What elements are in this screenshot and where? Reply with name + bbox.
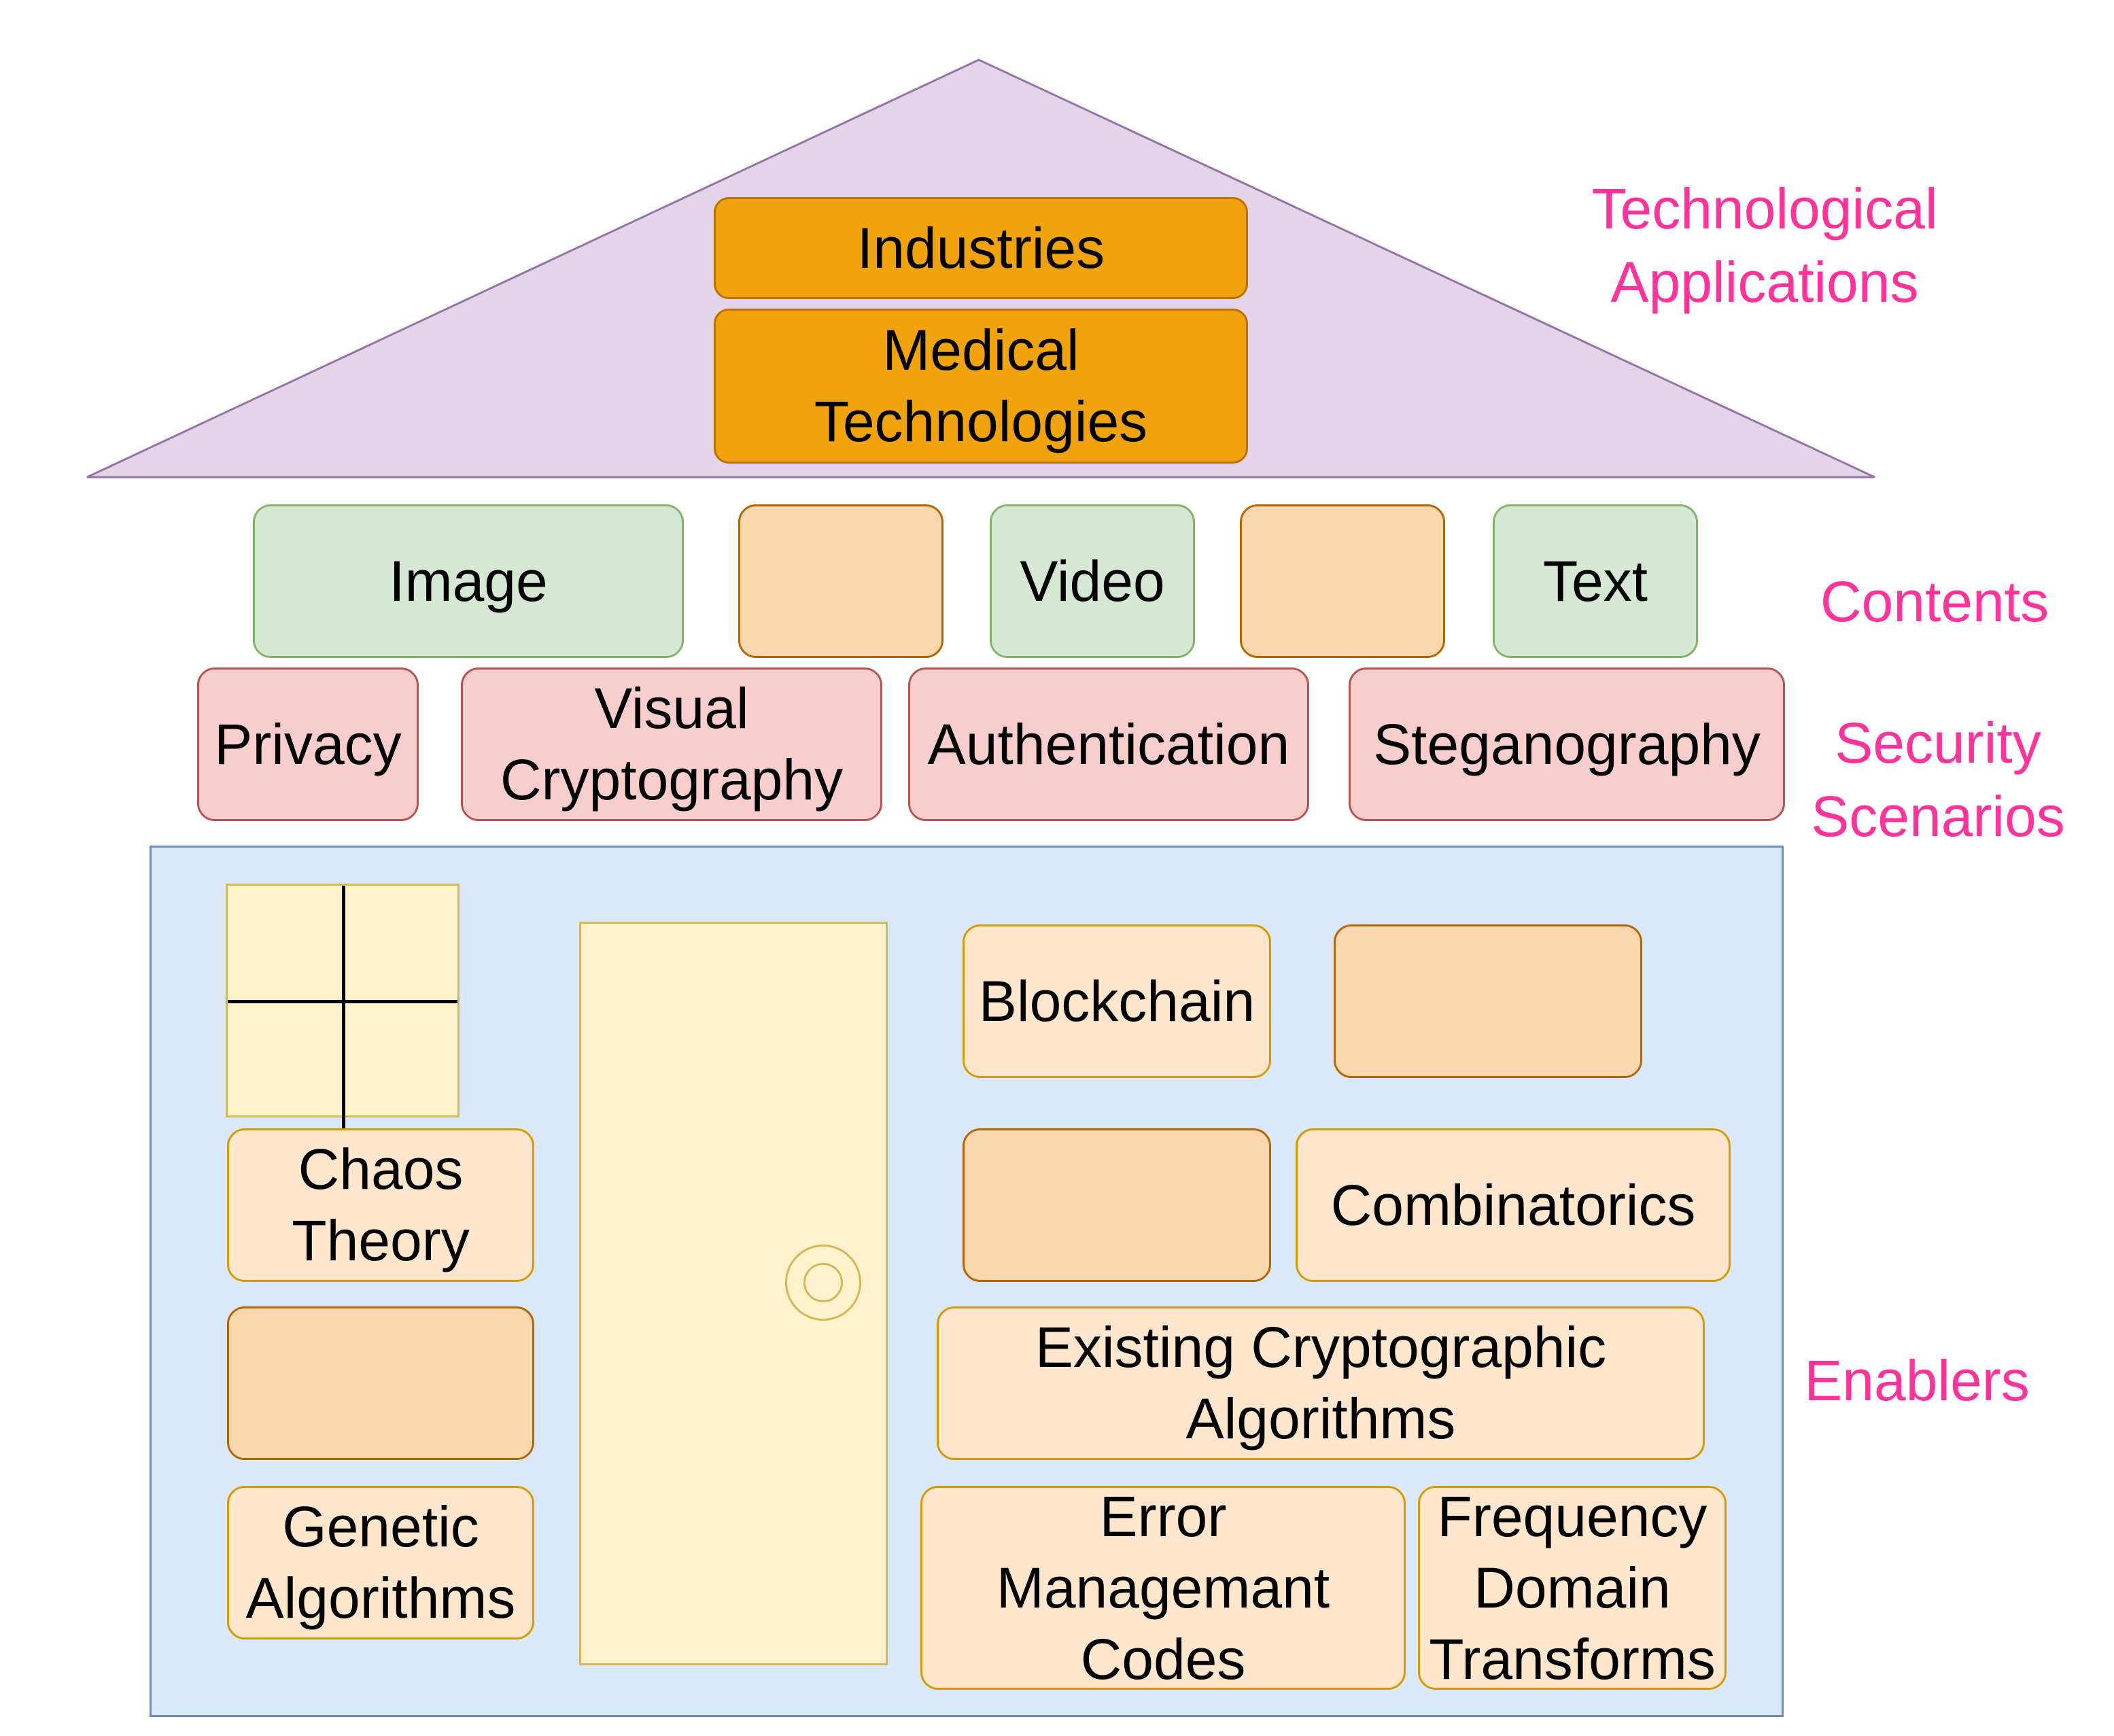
security-authentication-box: Authentication <box>908 667 1309 821</box>
content-video-box: Video <box>990 504 1195 658</box>
label-security-scenarios: Security Scenarios <box>1811 711 2065 848</box>
label-contents: Contents <box>1820 570 2049 633</box>
house-door <box>579 922 888 1665</box>
enabler-genetic-algorithms-box: Genetic Algorithms <box>227 1486 534 1639</box>
window-vertical-bar <box>342 886 345 1129</box>
medical-technologies-box: Medical Technologies <box>714 309 1248 464</box>
industries-box: Industries <box>714 197 1248 299</box>
enabler-chaos-theory-box: Chaos Theory <box>227 1128 534 1282</box>
door-knob-inner <box>803 1263 843 1302</box>
label-enablers: Enablers <box>1804 1349 2030 1412</box>
enabler-frequency-domain-transforms-box: Frequency Domain Transforms <box>1418 1485 1727 1691</box>
content-blank-box-1 <box>738 504 943 658</box>
enabler-blank-box-top-right <box>1334 924 1642 1078</box>
house-window <box>226 884 460 1129</box>
enabler-error-management-codes-box: Error Managemant Codes <box>920 1485 1406 1691</box>
content-image-box: Image <box>253 504 684 658</box>
window-horizontal-bar <box>228 1000 457 1003</box>
enabler-blockchain-box: Blockchain <box>963 924 1271 1078</box>
label-technological-applications: Technological Applications <box>1591 177 1938 314</box>
security-visual-cryptography-box: Visual Cryptography <box>461 667 882 821</box>
security-privacy-box: Privacy <box>197 667 419 821</box>
enabler-blank-box-middle <box>963 1128 1271 1282</box>
enabler-blank-box-left <box>227 1306 534 1460</box>
content-text-box: Text <box>1493 504 1698 658</box>
enabler-existing-cryptographic-algorithms-box: Existing Cryptographic Algorithms <box>937 1306 1705 1460</box>
enabler-combinatorics-box: Combinatorics <box>1296 1128 1731 1282</box>
security-steganography-box: Steganography <box>1349 667 1785 821</box>
door-knob <box>785 1245 861 1321</box>
content-blank-box-2 <box>1240 504 1445 658</box>
